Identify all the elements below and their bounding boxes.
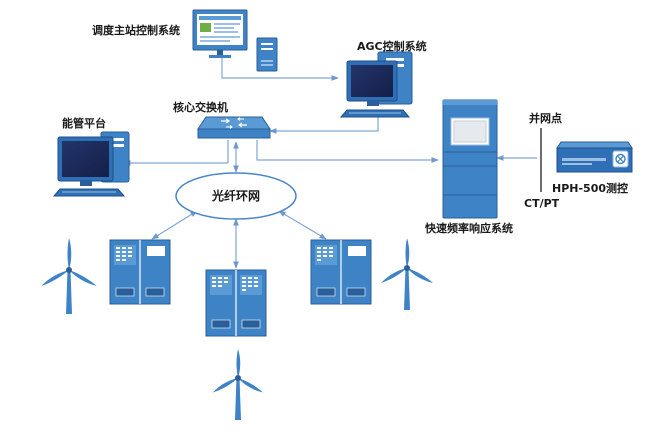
link-switch-ffr <box>256 140 439 163</box>
label-fast-frequency-system: 快速频率响应系统 <box>425 222 513 235</box>
cabinet-right <box>310 239 372 305</box>
cabinet-left <box>109 239 171 305</box>
wind-turbine-left <box>41 238 97 314</box>
label-energy-platform: 能管平台 <box>62 117 106 130</box>
dispatch-tower <box>256 37 278 72</box>
fiber-ring <box>175 172 297 220</box>
label-agc-system: AGC控制系统 <box>357 40 427 53</box>
label-hph-device: HPH-500测控 <box>552 182 629 195</box>
label-fiber-ring: 光纤环网 <box>212 189 261 203</box>
wind-turbine-right <box>381 238 433 310</box>
wind-turbine-center <box>212 349 264 420</box>
ffr-cabinet <box>442 99 498 219</box>
cabinet-center <box>205 269 267 337</box>
energy-platform-pc <box>52 131 130 197</box>
agc-screen <box>351 65 393 97</box>
connection-lines <box>123 58 542 269</box>
dispatch-pc <box>192 9 278 72</box>
link-agc-switch <box>269 113 379 134</box>
label-dispatch-system: 调度主站控制系统 <box>92 24 180 37</box>
link-ring-cabinet-left <box>151 210 198 240</box>
hph-device <box>556 141 633 173</box>
label-grid-point: 并网点 <box>529 112 562 125</box>
label-core-switch: 核心交换机 <box>173 101 228 114</box>
link-dispatch-agc <box>221 58 339 81</box>
agc-pc <box>339 51 413 118</box>
link-ring-cabinet-right <box>278 210 327 240</box>
core-switch <box>197 116 271 139</box>
label-ct-pt: CT/PT <box>524 197 560 210</box>
platform-screen <box>62 141 109 177</box>
